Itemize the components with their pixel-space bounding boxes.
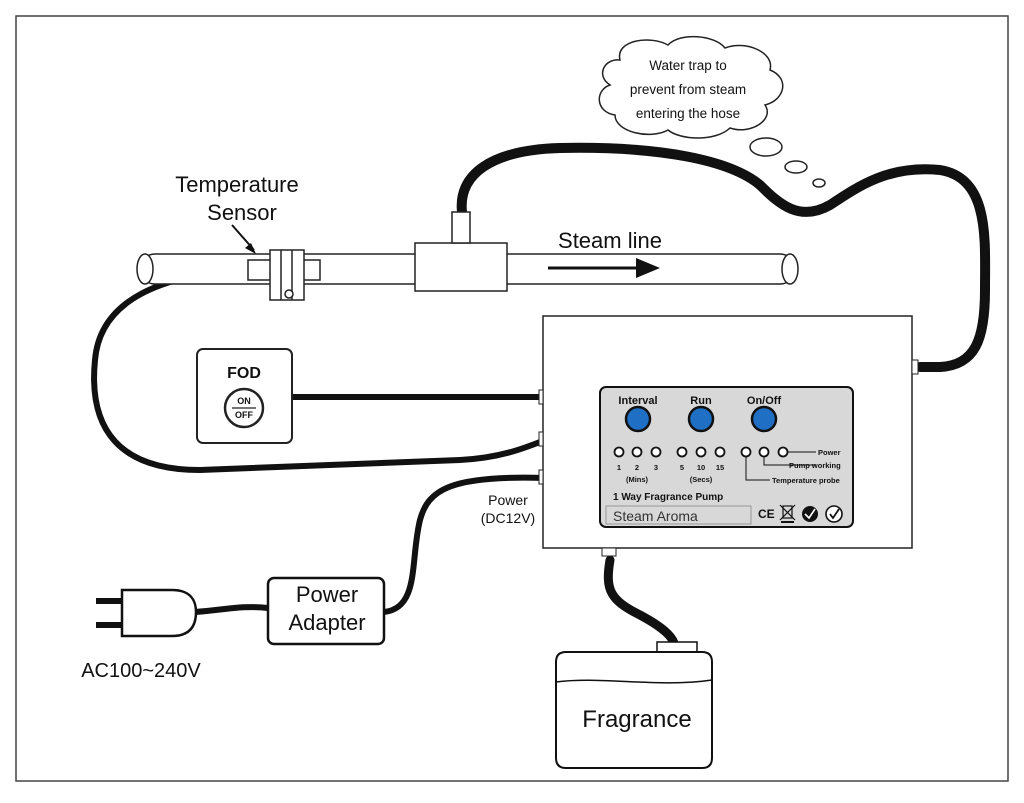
secs-tick-15: 15 (716, 463, 724, 472)
panel-leds (613, 446, 789, 458)
temperature-sensor-label-2: Sensor (207, 200, 277, 225)
led-leader-lines (745, 451, 816, 481)
power-adapter-label-1: Power (296, 582, 358, 607)
mins-tick-2: 2 (635, 463, 639, 472)
water-trap-label-2: prevent from steam (630, 82, 746, 97)
ac-plug (96, 588, 198, 638)
led-secs-5 (676, 446, 688, 458)
led-mins-2 (631, 446, 643, 458)
indicator-temperature-probe-label: Temperature probe (772, 476, 840, 485)
steam-direction-arrowhead (636, 258, 660, 278)
indicator-pump-working-label: Pump working (789, 461, 841, 470)
led-mins-3 (650, 446, 662, 458)
run-button (687, 405, 715, 433)
power-dc-label: (DC12V) (481, 510, 535, 526)
weee-bin-icon (779, 504, 796, 523)
led-pump-working (758, 446, 770, 458)
led-secs-15 (714, 446, 726, 458)
outer-frame (15, 15, 1009, 782)
power-adapter-label-2: Adapter (288, 610, 365, 635)
water-trap-label-3: entering the hose (636, 106, 740, 121)
sensor-pointer-arrowhead (245, 243, 256, 254)
mins-tick-3: 3 (654, 463, 658, 472)
temperature-sensor-label-1: Temperature (175, 172, 299, 197)
temperature-sensor (247, 249, 321, 301)
rohs-icon (802, 506, 818, 522)
panel-buttons: Interval Run On/Off (618, 395, 782, 433)
power-label: Power (488, 492, 528, 508)
led-mins-1 (613, 446, 625, 458)
steam-line-label: Steam line (558, 228, 662, 253)
secs-tick-5: 5 (680, 463, 684, 472)
fragrance-hose (603, 555, 680, 653)
brand-plate (605, 505, 752, 525)
led-secs-10 (695, 446, 707, 458)
mins-label: (Mins) (626, 475, 649, 484)
onoff-button (750, 405, 778, 433)
indicator-power-label: Power (818, 448, 841, 457)
interval-button (624, 405, 652, 433)
secs-label: (Secs) (690, 475, 713, 484)
fragrance-container (555, 641, 713, 769)
model-name: 1 Way Fragrance Pump (613, 492, 723, 503)
t-joint (414, 211, 508, 292)
dc-cable (383, 474, 546, 615)
ce-mark: CE (758, 507, 775, 521)
sensor-cable (91, 265, 548, 474)
onoff-button-label: On/Off (747, 395, 782, 407)
steam-hose (456, 142, 991, 372)
water-trap-label-1: Water trap to (649, 58, 727, 73)
ac-cable (194, 604, 269, 615)
fod-on-label: ON (237, 396, 251, 406)
check-cert-icon (825, 505, 843, 523)
interval-button-label: Interval (618, 395, 657, 407)
water-trap-cloud (598, 35, 826, 188)
power-adapter (266, 576, 386, 646)
secs-tick-10: 10 (697, 463, 705, 472)
mins-tick-1: 1 (617, 463, 621, 472)
fod-off-label: OFF (235, 410, 253, 420)
fod-switch (196, 348, 293, 444)
control-panel (599, 386, 854, 528)
led-temperature-probe (740, 446, 752, 458)
fragrance-label: Fragrance (582, 706, 691, 733)
ac-voltage-label: AC100~240V (81, 660, 201, 682)
led-power (777, 446, 789, 458)
fod-label: FOD (227, 365, 261, 382)
brand-name: Steam Aroma (613, 508, 698, 524)
run-button-label: Run (690, 395, 712, 407)
